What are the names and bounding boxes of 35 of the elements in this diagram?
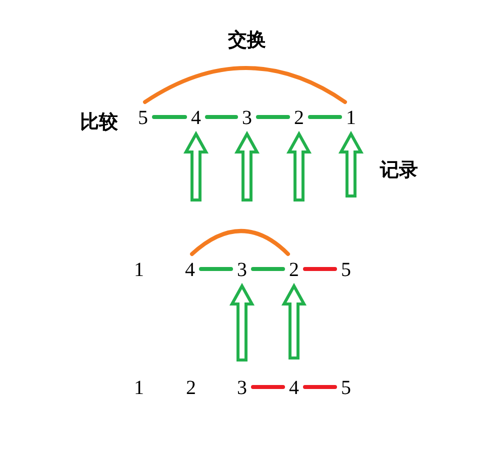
number-text: 3 (234, 258, 250, 282)
hollow-arrow (286, 130, 312, 202)
connector-line (251, 267, 285, 271)
connector-line (251, 385, 285, 389)
number-text: 1 (131, 376, 147, 400)
number-text: 4 (188, 106, 204, 130)
number-text: 1 (343, 106, 359, 130)
curved-line (190, 229, 290, 256)
note-text: 记录 (380, 158, 418, 182)
number-text: 5 (135, 106, 151, 130)
hollow-arrow (281, 282, 307, 360)
hollow-arrow (183, 130, 209, 202)
connector-line (308, 115, 342, 119)
number-text: 4 (182, 258, 198, 282)
hollow-arrow (229, 282, 255, 362)
number-text: 5 (338, 376, 354, 400)
number-text: 3 (234, 376, 250, 400)
number-text: 3 (239, 106, 255, 130)
connector-line (199, 267, 233, 271)
connector-line (303, 385, 337, 389)
connector-line (256, 115, 290, 119)
connector-line (303, 267, 337, 271)
note-text: 比较 (80, 110, 118, 134)
number-text: 2 (291, 106, 307, 130)
number-text: 2 (183, 376, 199, 400)
hollow-arrow (234, 130, 260, 202)
hollow-arrow (338, 130, 364, 198)
number-text: 4 (286, 376, 302, 400)
number-text: 2 (286, 258, 302, 282)
number-text: 1 (131, 258, 147, 282)
number-text: 5 (338, 258, 354, 282)
connector-line (205, 115, 238, 119)
edge-label: 交换 (228, 28, 266, 52)
curved-line (143, 66, 347, 104)
connector-line (152, 115, 187, 119)
